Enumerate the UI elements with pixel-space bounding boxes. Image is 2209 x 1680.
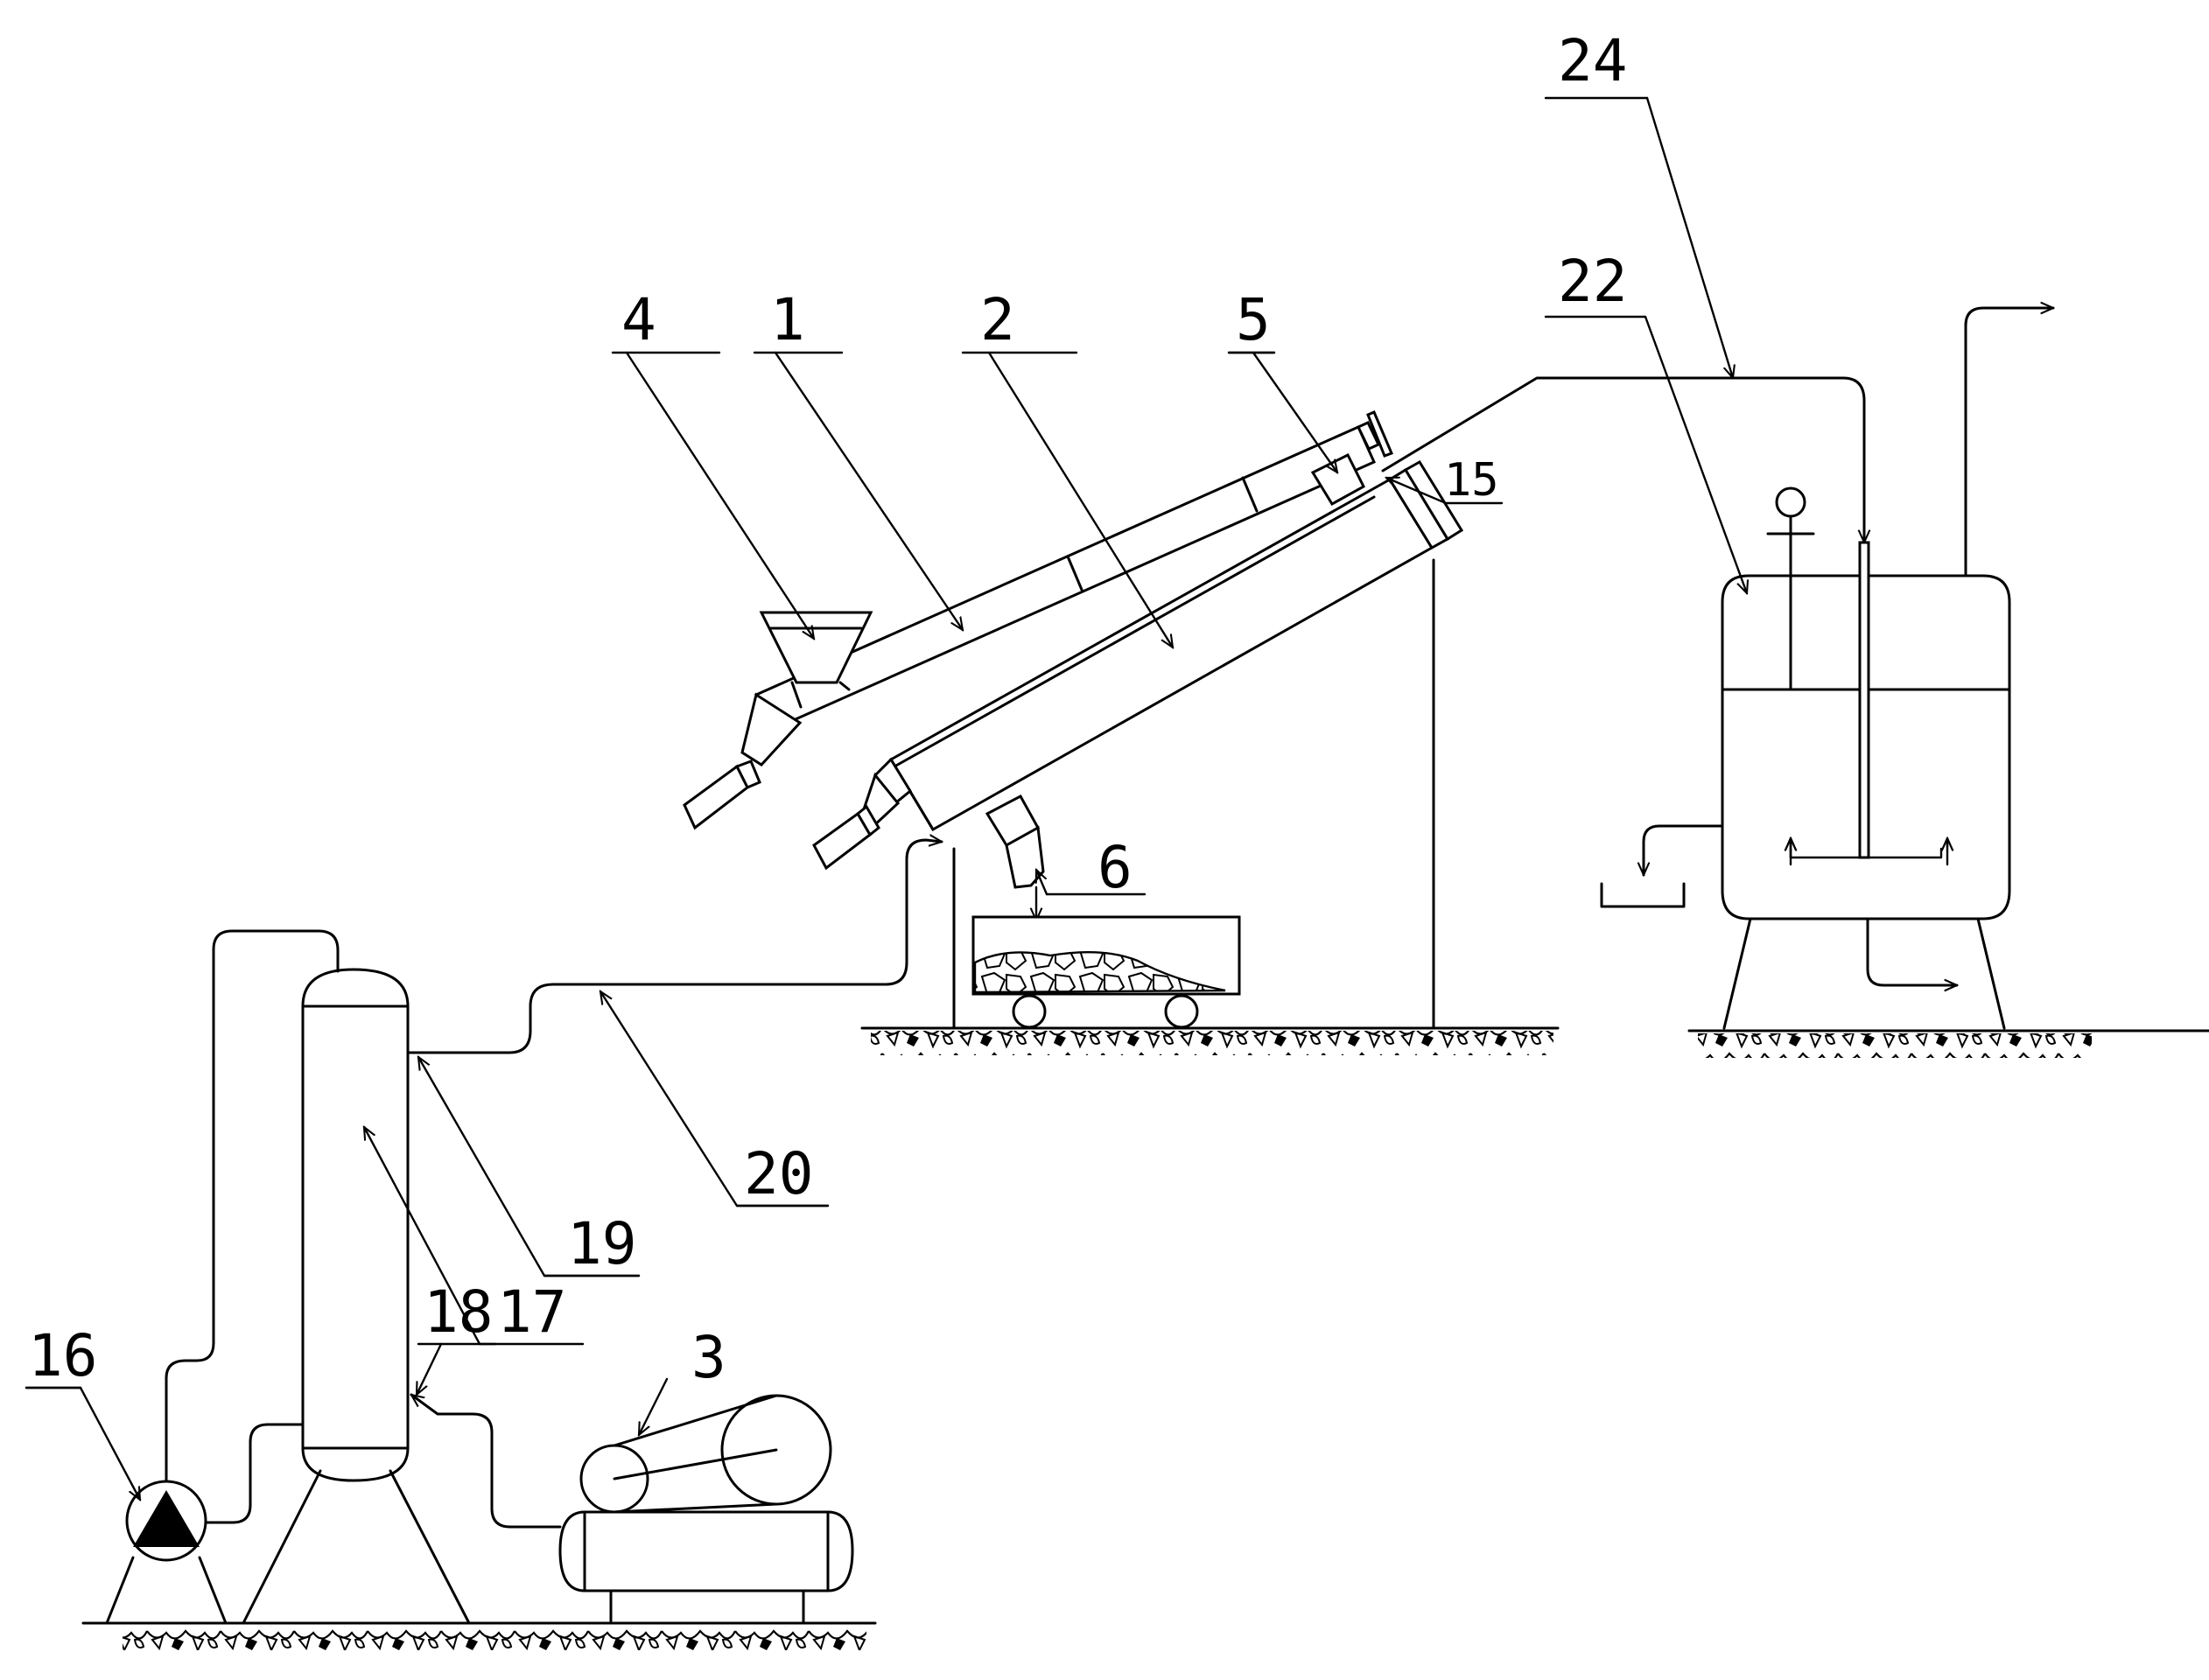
label-18: 18 xyxy=(424,1278,493,1346)
scrubber-vent-pipe xyxy=(1964,308,2053,578)
label-20: 20 xyxy=(744,1140,813,1208)
label-6: 6 xyxy=(1097,834,1133,901)
label-1: 1 xyxy=(770,286,805,354)
tank-column xyxy=(242,968,471,1625)
label-underlines xyxy=(25,351,1276,1390)
off-gas-pipe xyxy=(1381,376,1864,542)
drain-tray xyxy=(1600,882,1686,908)
screw-feeder xyxy=(683,410,1393,830)
label-24: 24 xyxy=(1558,27,1627,94)
feed-hopper xyxy=(759,611,873,684)
scrubber-bottom-drain xyxy=(1866,917,1957,985)
label-2: 2 xyxy=(980,286,1015,354)
pump-suction-pipe xyxy=(204,1423,305,1524)
scrubber-side-drain xyxy=(1644,824,1724,875)
label-15: 15 xyxy=(1444,454,1499,507)
air-compressor xyxy=(558,1394,854,1625)
pump xyxy=(105,1480,228,1625)
ground-middle xyxy=(860,1026,1560,1055)
label-19: 19 xyxy=(567,1210,636,1278)
label-16: 16 xyxy=(28,1322,97,1390)
collection-cart xyxy=(971,915,1241,1029)
label-17: 17 xyxy=(497,1278,566,1346)
gas-pipe xyxy=(406,840,942,1054)
pump-discharge-pipe xyxy=(165,929,340,1483)
ground-right xyxy=(1687,1029,2209,1058)
compressed-air-pipe xyxy=(411,1395,562,1529)
retort-supports xyxy=(952,558,1435,1030)
label-22: 22 xyxy=(1558,248,1627,315)
label-5: 5 xyxy=(1236,286,1271,354)
scrubber-tank xyxy=(1721,486,2011,1030)
label-4: 4 xyxy=(621,286,656,354)
ground-left xyxy=(81,1621,877,1650)
label-3: 3 xyxy=(691,1324,726,1391)
retort-drum xyxy=(812,452,1464,889)
